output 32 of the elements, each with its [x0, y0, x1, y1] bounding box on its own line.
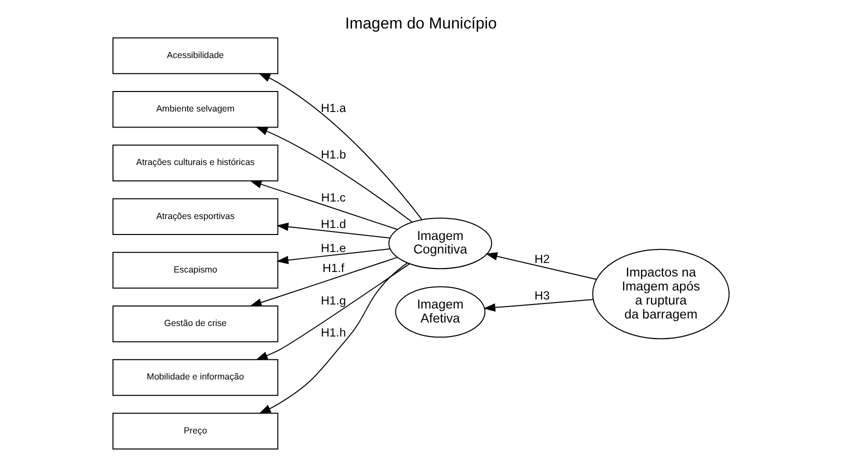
edge-label: H1.h [320, 325, 346, 340]
arrow [258, 262, 408, 414]
node-box: Ambiente selvagem [112, 90, 278, 128]
arrow [484, 252, 596, 280]
diagram-title: Imagem do Município [344, 16, 496, 33]
edge-label: H1.g [320, 294, 346, 308]
node-ellipse: Imagem Cognitiva [388, 218, 492, 270]
node-box: Atrações culturais e históricas [112, 144, 278, 182]
arrow [258, 73, 422, 220]
edge-label: H1.e [320, 240, 346, 255]
edge-label: H1.f [322, 260, 344, 275]
arrow [249, 180, 398, 230]
edge-label: H1.d [320, 217, 346, 232]
arrow [482, 299, 594, 312]
node-box: Acessibilidade [112, 37, 278, 74]
edge-label: H2 [534, 252, 550, 266]
edge-label: H1.b [320, 148, 346, 162]
edge-label: H1.a [320, 100, 346, 115]
node-box: Atrações esportivas [112, 198, 278, 235]
node-ellipse: Impactos na Imagem após a ruptura da barragem [592, 248, 730, 340]
node-box: Mobilidade e informação [112, 359, 278, 396]
node-box: Gestão de crise [112, 305, 278, 342]
arrow [276, 222, 390, 238]
arrow [255, 263, 410, 360]
node-box: Escapismo [112, 252, 278, 289]
arrow [276, 248, 390, 264]
node-ellipse: Imagem Afetiva [394, 286, 485, 338]
arrow [255, 126, 412, 222]
node-box: Preço [112, 412, 278, 450]
edge-label: H3 [534, 288, 550, 303]
arrow [249, 256, 398, 307]
edge-label: H1.c [320, 190, 346, 204]
